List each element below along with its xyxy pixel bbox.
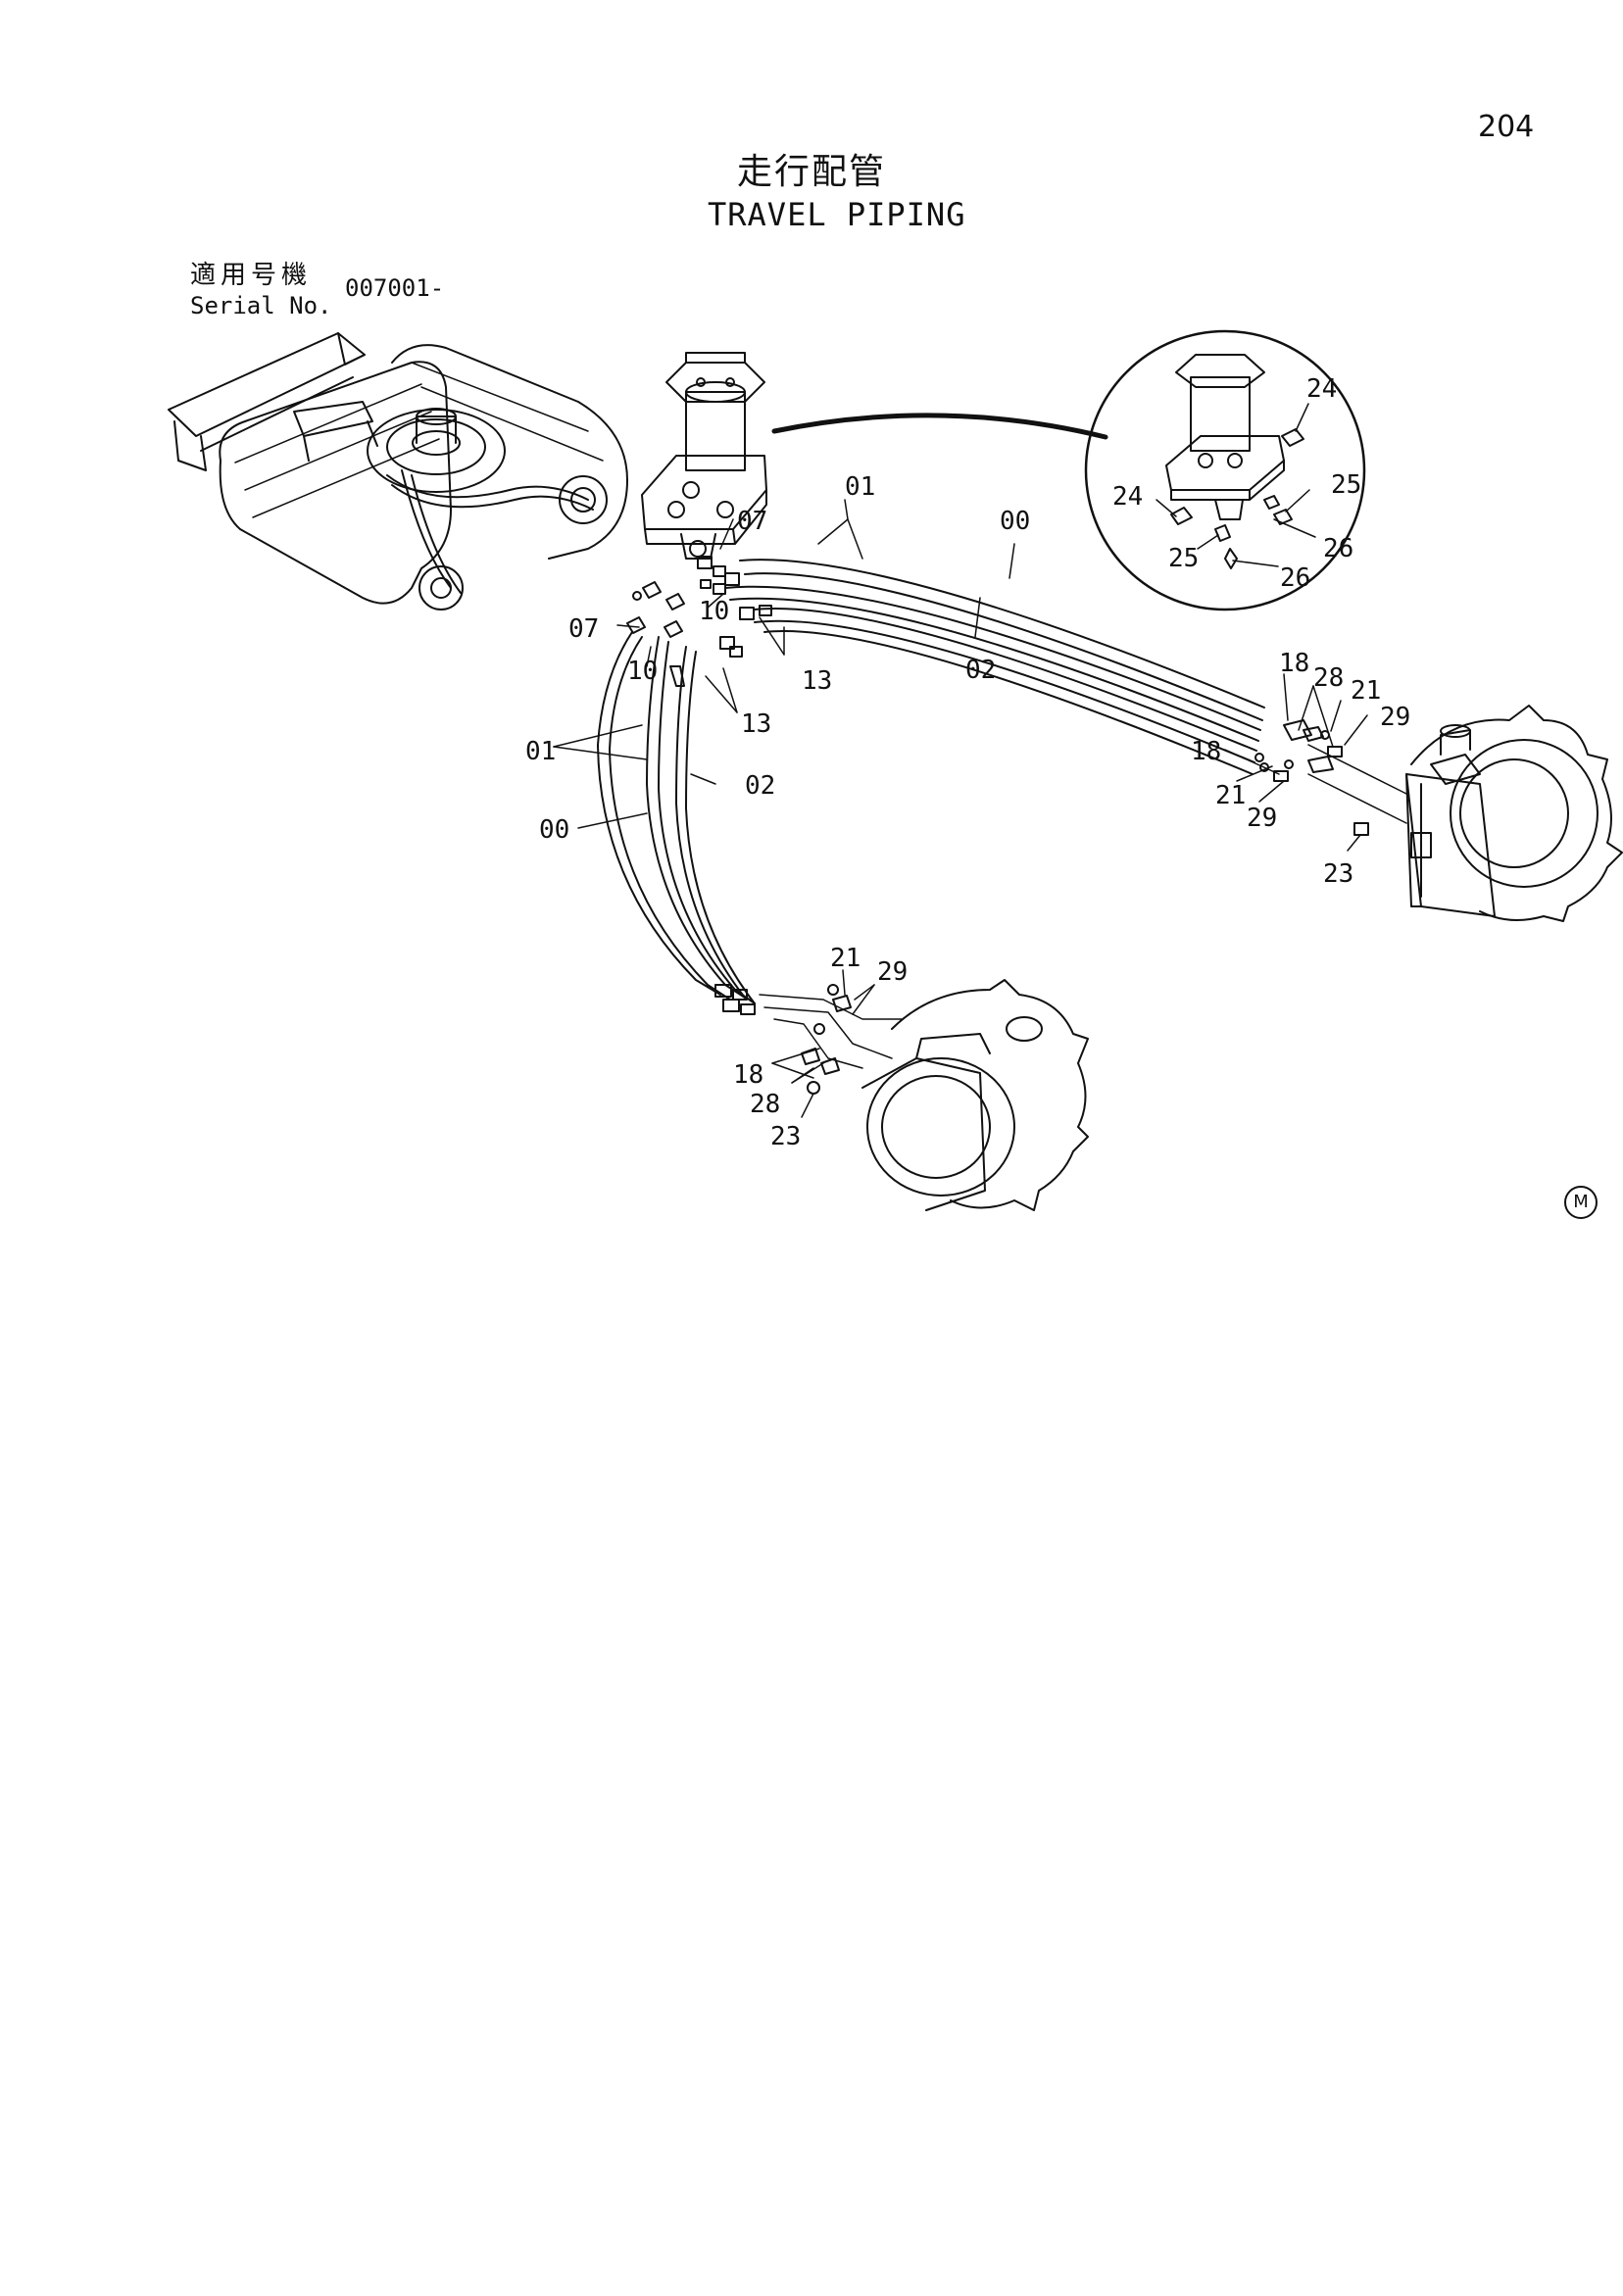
serial-label: Serial No.: [190, 292, 332, 319]
callout-21-right-2: 21: [1215, 781, 1246, 810]
callout-02-left: 02: [745, 771, 775, 801]
serial-number-value: 007001-: [345, 274, 445, 302]
right-travel-motor: [1254, 705, 1623, 922]
page-title-japanese: 走行配管: [737, 152, 887, 192]
callout-29-bottom: 29: [877, 957, 908, 987]
hoses: [597, 559, 1265, 1004]
center-joint-swivel: [641, 352, 767, 560]
callout-29-right-1: 29: [1380, 703, 1410, 732]
callout-02-top: 02: [965, 656, 996, 685]
callout-00-left: 00: [539, 815, 569, 845]
callout-13-top: 13: [802, 666, 832, 696]
callout-25-a: 25: [1331, 470, 1361, 500]
callout-00-top: 00: [1000, 507, 1030, 536]
callout-25-b: 25: [1168, 544, 1199, 573]
page-title: TRAVEL PIPING: [708, 196, 966, 233]
left-travel-motor: [714, 979, 1089, 1211]
page-number: 204: [1478, 110, 1535, 144]
callout-numbers: 01 00 07 10 13 02 07 10 13 01 02 00 24 2…: [525, 374, 1410, 1151]
callout-01-left: 01: [525, 737, 556, 766]
top-fittings: [626, 556, 772, 687]
callout-23-bottom: 23: [770, 1122, 801, 1151]
callout-07-top: 07: [737, 507, 767, 536]
undercarriage-overview: [168, 332, 628, 611]
callout-29-right-2: 29: [1247, 804, 1277, 833]
callout-01-top: 01: [845, 472, 875, 502]
callout-21-bottom: 21: [830, 944, 861, 973]
market-mark-symbol: M: [1564, 1186, 1598, 1219]
leader-lines: [553, 499, 1368, 1118]
callout-28-bottom: 28: [750, 1090, 780, 1119]
callout-26-a: 26: [1323, 534, 1353, 563]
callout-21-right-1: 21: [1351, 676, 1381, 706]
callout-18-right-2: 18: [1191, 737, 1221, 766]
callout-18-right-1: 18: [1279, 649, 1309, 678]
callout-13-left: 13: [741, 709, 771, 739]
callout-26-b: 26: [1280, 563, 1310, 593]
callout-07-left: 07: [568, 614, 599, 644]
serial-label-japanese: 適用号機: [190, 261, 313, 290]
callout-10-top: 10: [699, 597, 729, 626]
detail-arrow: [771, 413, 1108, 440]
callout-23-right: 23: [1323, 859, 1353, 889]
callout-28-right: 28: [1313, 663, 1344, 693]
callout-18-bottom: 18: [733, 1060, 763, 1090]
detail-view-circle: [1084, 329, 1366, 611]
callout-24-a: 24: [1306, 374, 1337, 404]
callout-10-left: 10: [627, 657, 658, 686]
callout-24-b: 24: [1112, 482, 1143, 512]
